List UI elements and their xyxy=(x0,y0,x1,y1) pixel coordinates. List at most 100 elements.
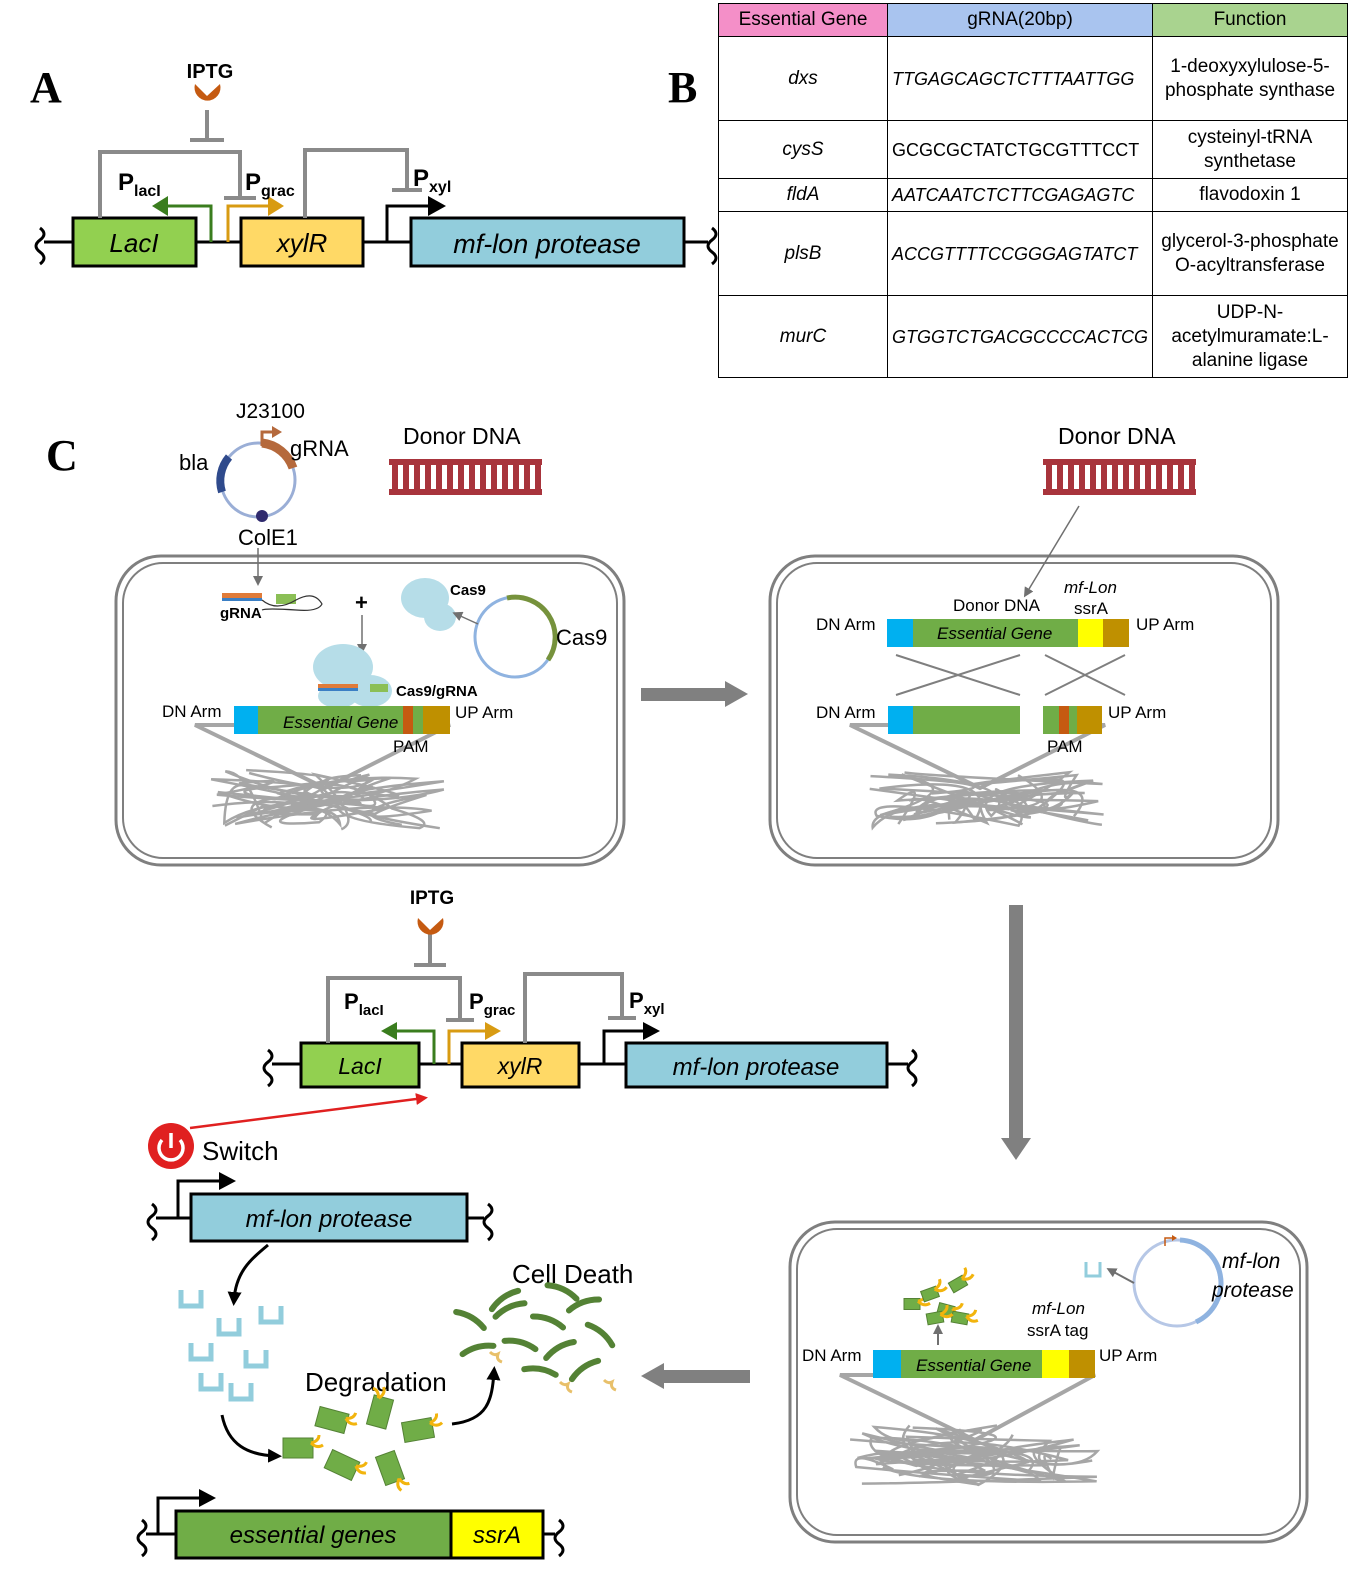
panel-label-b: B xyxy=(668,63,697,112)
cell3-dn-arm xyxy=(873,1350,901,1378)
cell2-up-arm xyxy=(1077,706,1102,734)
pxyl-label-c: Pxyl xyxy=(629,988,665,1018)
degradation-label: Degradation xyxy=(305,1367,447,1397)
step-arrow-3 xyxy=(641,1363,750,1389)
iptg-label-c: IPTG xyxy=(410,888,454,909)
j23100-arrowhead xyxy=(272,426,282,438)
table-cell-function: flavodoxin 1 xyxy=(1152,178,1348,212)
cell1-dn-arm-label: DN Arm xyxy=(162,702,222,721)
cell2-gene-label: Essential Gene xyxy=(937,624,1052,643)
cell2-essential-gene xyxy=(913,706,1020,734)
laci-gene-label-c: LacI xyxy=(338,1053,382,1079)
xylr-gene-box-c xyxy=(460,1041,581,1089)
laci-gene-box xyxy=(71,216,198,268)
cell2-donor-up-arm xyxy=(1103,619,1129,647)
table-cell-function: glycerol-3-phosphate O-acyltransferase xyxy=(1152,211,1348,296)
essential-genes-label: essential genes xyxy=(230,1522,397,1549)
table-cell-gene: dxs xyxy=(718,36,888,121)
cell3-gene-label: Essential Gene xyxy=(916,1356,1031,1375)
cell2-pam-label: PAM xyxy=(1047,737,1083,756)
table-header-gene: Essential Gene xyxy=(718,3,888,37)
laci-gene-box-c xyxy=(299,1041,421,1089)
placi-promoter-arrow xyxy=(168,204,213,242)
table-row: murC GTGGTCTGACGCCCCACTCG UDP-N-acetylmu… xyxy=(718,295,1348,378)
iptg-molecule-icon-c xyxy=(417,918,444,935)
chromosome-tangle xyxy=(210,768,445,831)
plus-sign: + xyxy=(355,590,368,615)
cell2-donor-ssra-tag xyxy=(1078,619,1103,647)
table-cell-grna: ACCGTTTTCCGGGAGTATCT xyxy=(887,211,1153,296)
cell2-donor-label: Donor DNA xyxy=(953,596,1041,615)
pxyl-label: Pxyl xyxy=(413,165,451,196)
table-cell-function: UDP-N-acetylmuramate:L-alanine ligase xyxy=(1152,295,1348,378)
cell2-tag-line2: ssrA xyxy=(1074,599,1109,618)
cell1-pam xyxy=(403,706,413,734)
circuit-c: LacI xylR mf-lon protease IPTG PlacI Pgr… xyxy=(262,888,918,1089)
pgrac-label: Pgrac xyxy=(245,169,295,200)
table-row: fldA AATCAATCTCTTCGAGAGTC flavodoxin 1 xyxy=(718,178,1348,212)
cas9-protein-icon xyxy=(401,578,456,631)
pxyl-arrowhead xyxy=(428,196,446,216)
laci-repression-line xyxy=(98,150,242,218)
cell1-pam-label: PAM xyxy=(393,737,429,756)
cell3-essential-gene xyxy=(901,1350,1042,1378)
step-arrow-2 xyxy=(1001,905,1031,1160)
dna-end-squiggle xyxy=(706,226,718,266)
cell2-dn-arm-label: DN Arm xyxy=(816,615,876,634)
table-row: cysS GCGCGCTATCTGCGTTTCCT cysteinyl-tRNA… xyxy=(718,120,1348,179)
table-cell-gene: plsB xyxy=(718,211,888,296)
protease-gene-label-c: mf-lon protease xyxy=(673,1054,840,1081)
cell3-plasmid-line2: protease xyxy=(1211,1279,1294,1302)
bla-segment xyxy=(216,454,233,494)
switch-label: Switch xyxy=(202,1136,279,1166)
essential-genes-box xyxy=(174,1509,453,1560)
ssra-label: ssrA xyxy=(473,1522,521,1549)
iptg-molecule-icon xyxy=(194,84,221,101)
donor-dna-label-1: Donor DNA xyxy=(403,423,521,449)
cell1-up-arm xyxy=(423,706,450,734)
grna-molecule-icon xyxy=(222,593,323,611)
xylr-gene-label-c: xylR xyxy=(497,1053,543,1079)
protease-cluster xyxy=(178,1290,284,1402)
laci-gene-label: LacI xyxy=(109,228,158,258)
table-cell-gene: fldA xyxy=(718,178,888,212)
step-arrow-1 xyxy=(641,681,748,707)
cell3-dn-arm-label: DN Arm xyxy=(802,1346,862,1365)
placi-arrowhead xyxy=(152,196,168,216)
table-cell-grna: GTGGTCTGACGCCCCACTCG xyxy=(887,295,1153,378)
dna-end-squiggle xyxy=(34,226,46,266)
chromosome-tangle xyxy=(869,770,1104,831)
cell3-plasmid-line1: mf-lon xyxy=(1222,1250,1280,1273)
complex-label: Cas9/gRNA xyxy=(396,683,478,700)
cell2-dn-arm-label-2: DN Arm xyxy=(816,703,876,722)
protease-gene-label: mf-lon protease xyxy=(453,229,641,259)
donor-dna-label-2: Donor DNA xyxy=(1058,423,1176,449)
cell1-gene-label: Essential Gene xyxy=(283,713,398,732)
panel-label-a: A xyxy=(30,63,62,112)
cas9-grna-complex-icon xyxy=(313,644,392,708)
cell1-grna-label: gRNA xyxy=(220,605,262,622)
cole1-origin-dot xyxy=(256,510,268,522)
grna-segment xyxy=(261,438,298,470)
grna-table: Essential Gene gRNA(20bp) Function dxs T… xyxy=(718,3,1348,378)
cell2-up-arm-label: UP Arm xyxy=(1136,615,1194,634)
table-cell-grna: GCGCGCTATCTGCGTTTCCT xyxy=(887,120,1153,179)
cell-2: Donor DNA mf-Lon ssrA Essential Gene DN … xyxy=(768,505,1280,867)
cell1-up-arm-label: UP Arm xyxy=(455,703,513,722)
pgrac-label-c: Pgrac xyxy=(469,989,515,1019)
cell2-donor-dn-arm xyxy=(887,619,913,647)
tagged-protein-cluster xyxy=(903,1266,979,1326)
degraded-fragment-cluster xyxy=(453,1282,617,1394)
cell2-donor-essential-gene xyxy=(913,619,1078,647)
protease-gene-box xyxy=(409,216,686,268)
cas9-plasmid-segment xyxy=(506,594,558,662)
cell3-tag-line1: mf-Lon xyxy=(1032,1299,1085,1318)
cell2-tag-line1: mf-Lon xyxy=(1064,578,1117,597)
cas9-protein-label: Cas9 xyxy=(450,582,486,599)
degrading-protein-cluster xyxy=(282,1386,444,1492)
cell3-ssra-tag xyxy=(1042,1350,1069,1378)
placi-label-c: PlacI xyxy=(344,989,384,1019)
pxyl-promoter-arrow xyxy=(385,204,428,242)
table-cell-grna: TTGAGCAGCTCTTTAATTGG xyxy=(887,36,1153,121)
